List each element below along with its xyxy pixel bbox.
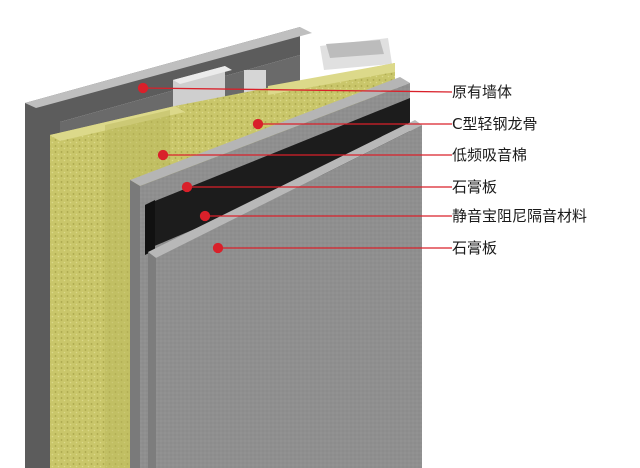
- leader-dot-stud: [252, 118, 264, 130]
- label-gypsum-board-back: 石膏板: [452, 178, 498, 196]
- label-insulation-wool: 低频吸音棉: [452, 146, 528, 164]
- leader-dot-wall: [137, 82, 149, 94]
- leader-dot-gypsum-front: [212, 242, 224, 254]
- label-c-steel-stud: C型轻钢龙骨: [452, 115, 538, 133]
- label-gypsum-board-front: 石膏板: [452, 239, 498, 257]
- label-original-wall: 原有墙体: [452, 83, 513, 101]
- leader-lines: [137, 82, 453, 254]
- damping-layer: [145, 98, 410, 255]
- leader-dot-damping: [199, 210, 211, 222]
- leader-dot-wool: [157, 149, 169, 161]
- leader-dot-gypsum-back: [181, 181, 193, 193]
- label-damping-layer: 静音宝阻尼隔音材料: [452, 207, 588, 225]
